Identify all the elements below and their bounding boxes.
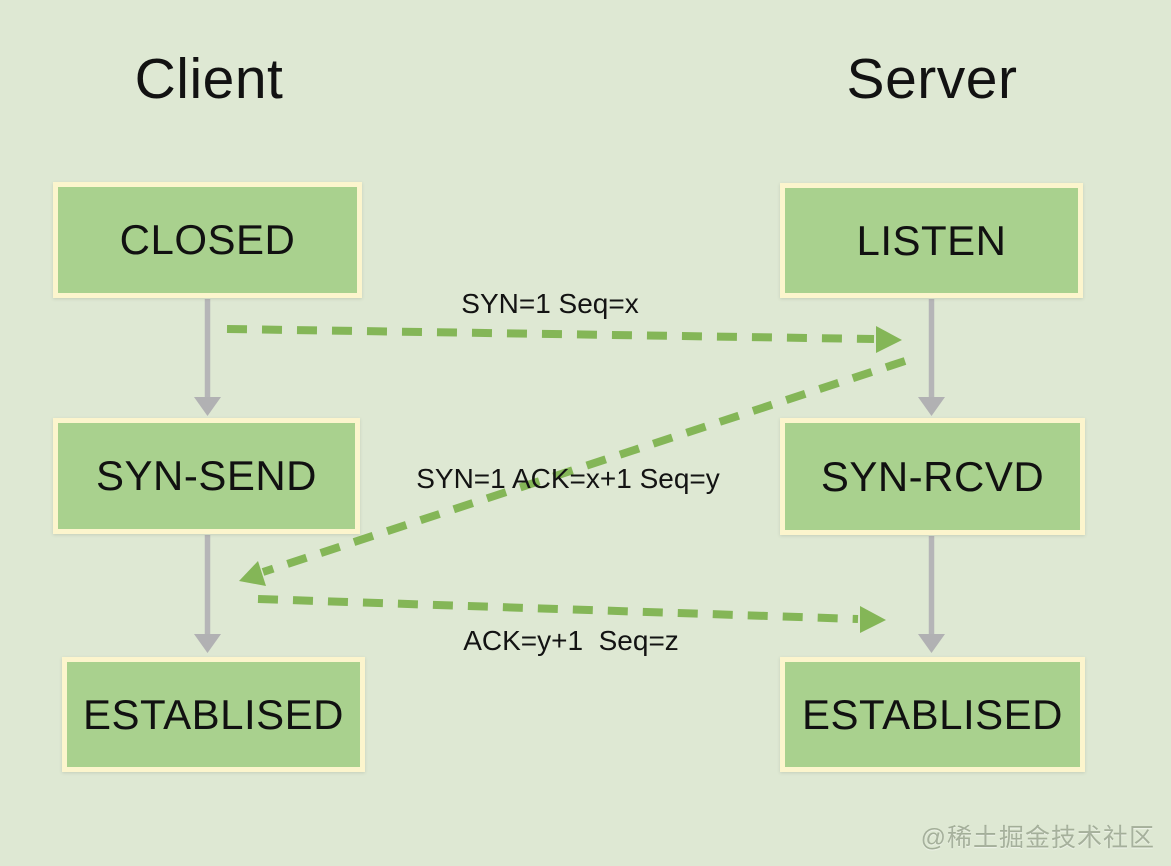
message-label-ack: ACK=y+1 Seq=z [463,625,679,656]
state-box-syn-send: SYN-SEND [53,418,360,534]
arrow-right-icon [876,326,902,353]
message-arrow-syn [226,325,902,353]
arrow-down-icon [194,397,221,416]
server-transition-arrow-synrcvd-to-establised [918,536,945,653]
client-transition-arrow-synsend-to-establised [194,535,221,653]
watermark: @稀土掘金技术社区 [920,824,1155,852]
arrow-down-icon [918,397,945,416]
message-label-syn-ack: SYN=1 ACK=x+1 Seq=y [416,463,720,494]
state-box-establised-client: ESTABLISED [62,657,365,772]
state-box-syn-rcvd: SYN-RCVD [780,418,1085,535]
state-box-establised-server: ESTABLISED [780,657,1085,772]
arrow-down-icon [918,634,945,653]
arrow-right-icon [860,606,886,633]
state-box-closed: CLOSED [53,182,362,298]
client-column-title: Client [134,47,284,111]
server-transition-arrow-listen-to-synrcvd [918,299,945,416]
state-box-listen: LISTEN [780,183,1083,298]
arrow-down-icon [194,634,221,653]
message-label-syn: SYN=1 Seq=x [461,288,639,319]
server-column-title: Server [846,47,1018,111]
arrow-left-icon [239,561,266,586]
client-transition-arrow-closed-to-synsend [194,299,221,416]
